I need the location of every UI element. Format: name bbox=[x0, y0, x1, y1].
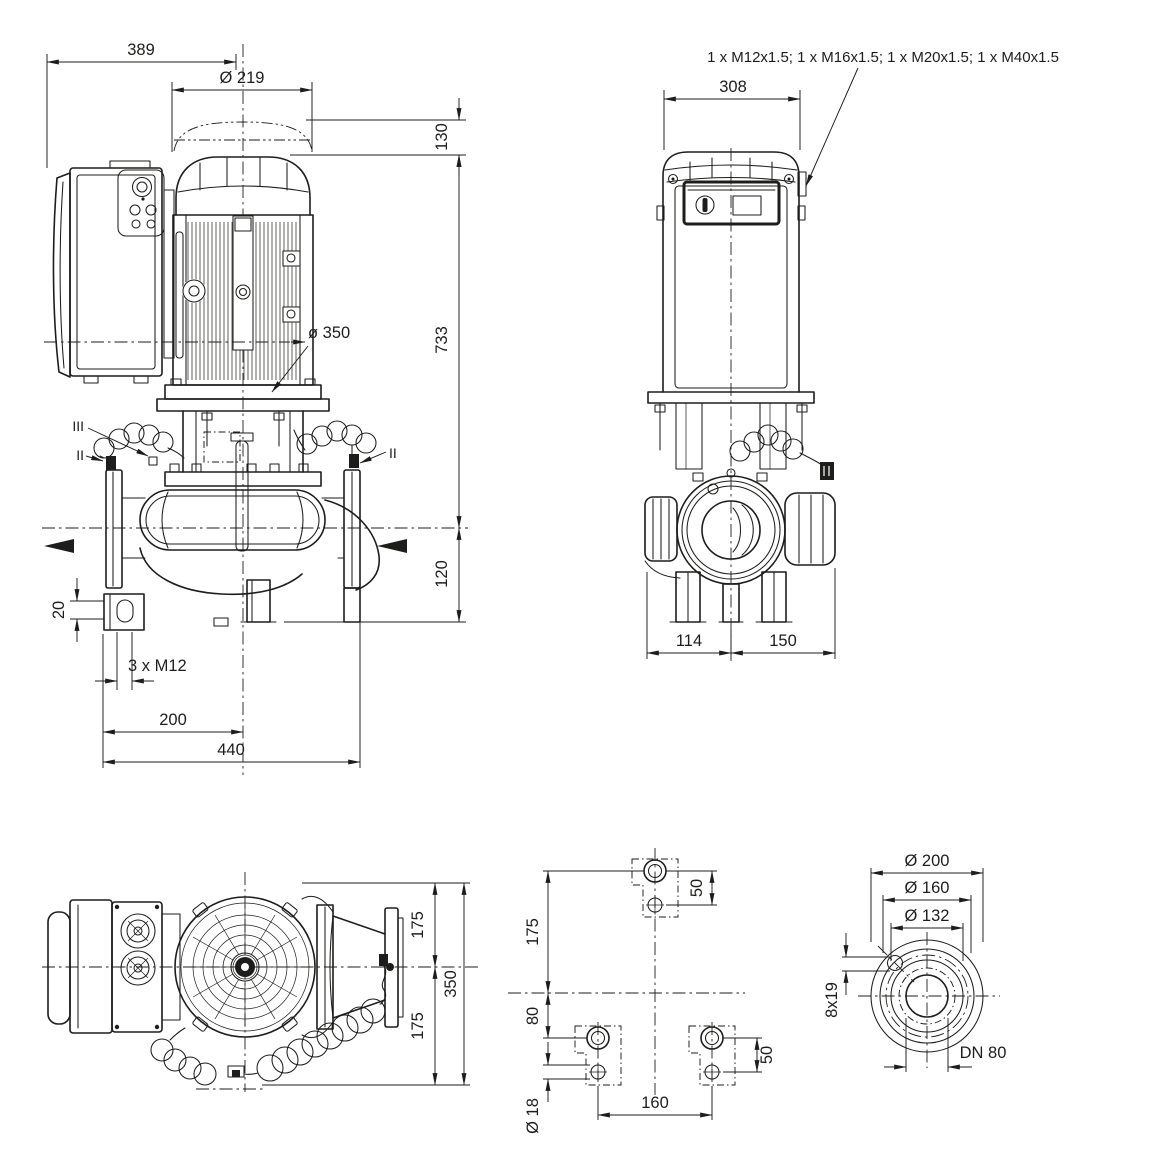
dim-dn80: DN 80 bbox=[960, 1044, 1007, 1062]
side-dimensions: 389 Ø 219 130 733 120 ø 350 20 3 bbox=[44, 41, 466, 768]
top-dimensions: 175 175 350 bbox=[262, 882, 470, 1086]
front-volute bbox=[644, 468, 836, 623]
dim-114: 114 bbox=[676, 632, 702, 650]
discharge-flange bbox=[343, 469, 361, 589]
dim-found-160: 160 bbox=[641, 1094, 669, 1112]
flow-direction-arrows bbox=[44, 539, 407, 553]
pump-casing bbox=[103, 469, 380, 631]
dim-200: 200 bbox=[159, 711, 187, 729]
flow-arrow-left bbox=[44, 539, 74, 553]
front-sensor-cable bbox=[729, 424, 834, 480]
fan-cover bbox=[174, 896, 316, 1038]
foundation-centerlines bbox=[508, 848, 745, 1095]
volute-scroll bbox=[139, 547, 303, 596]
flange-circles bbox=[870, 939, 984, 1053]
control-knob bbox=[695, 195, 715, 215]
dim-found-50-bottom: 50 bbox=[758, 1046, 776, 1064]
display-panel bbox=[682, 180, 781, 226]
seal-sensor bbox=[148, 456, 158, 466]
dim-350: 350 bbox=[442, 970, 460, 998]
dim-found-80: 80 bbox=[524, 1007, 542, 1025]
dim-20: 20 bbox=[50, 601, 68, 619]
dim-8x19: 8x19 bbox=[823, 982, 841, 1018]
cable-connector-left bbox=[106, 456, 116, 470]
dim-found-50-top: 50 bbox=[688, 879, 706, 897]
pump-foot bbox=[103, 593, 145, 631]
impeller-blades bbox=[732, 504, 754, 556]
motor-stool bbox=[156, 398, 330, 552]
removal-clearance-phantom bbox=[173, 121, 313, 152]
dim-389: 389 bbox=[127, 41, 155, 59]
display-screen bbox=[732, 195, 762, 216]
vfd-bracket bbox=[163, 189, 175, 359]
top-sensor-cables bbox=[150, 998, 386, 1090]
cable-gland-callout: 1 x M12x1.5; 1 x M16x1.5; 1 x M20x1.5; 1… bbox=[707, 49, 1059, 66]
top-pump-section bbox=[301, 895, 404, 1039]
label-iii: III bbox=[72, 418, 84, 434]
bore bbox=[905, 974, 949, 1018]
dim-found-dia18: Ø 18 bbox=[524, 1098, 542, 1134]
flange-dimensions: Ø 200 Ø 160 Ø 132 8x19 DN 80 bbox=[823, 852, 1006, 1072]
seal-window bbox=[203, 431, 241, 463]
top-view: 175 175 350 bbox=[42, 872, 480, 1092]
flange-detail: Ø 200 Ø 160 Ø 132 8x19 DN 80 bbox=[823, 852, 1006, 1072]
flange-bolt-hole bbox=[886, 954, 904, 972]
top-vfd bbox=[47, 899, 181, 1034]
side-view: III II II 389 Ø 219 130 733 120 bbox=[42, 41, 468, 775]
dim-130: 130 bbox=[433, 123, 451, 151]
dim-3xM12: 3 x M12 bbox=[128, 657, 187, 675]
fan-grille bbox=[185, 907, 305, 1027]
foundation-dimensions: 175 80 Ø 18 50 50 160 bbox=[524, 870, 776, 1134]
front-motor-housing bbox=[656, 151, 807, 393]
flow-arrow-right bbox=[377, 539, 407, 553]
cable-connector-right bbox=[349, 454, 359, 468]
anchor-bolt-top bbox=[631, 858, 679, 918]
label-ii-right: II bbox=[389, 445, 397, 461]
vfd-module bbox=[52, 160, 175, 384]
top-cable-connector bbox=[379, 954, 388, 966]
sensor-cables bbox=[93, 420, 377, 470]
label-ii-left: II bbox=[76, 447, 84, 463]
dim-found-175: 175 bbox=[524, 918, 542, 946]
dim-dia-132: Ø 132 bbox=[905, 907, 950, 925]
dim-150: 150 bbox=[769, 632, 797, 650]
flange-centerlines bbox=[858, 932, 1000, 1068]
dim-175-lower: 175 bbox=[409, 1012, 427, 1040]
vfd-connector-panel bbox=[117, 169, 165, 237]
dim-dia-200: Ø 200 bbox=[905, 852, 950, 870]
suction-flange bbox=[105, 469, 123, 589]
dim-308: 308 bbox=[719, 78, 747, 96]
dim-dia-350: ø 350 bbox=[308, 324, 350, 342]
front-view: 1 x M12x1.5; 1 x M16x1.5; 1 x M20x1.5; 1… bbox=[644, 49, 1059, 663]
vfd-cooling-fans bbox=[114, 904, 160, 1030]
dim-dia-160: Ø 160 bbox=[905, 879, 950, 897]
front-dimensions: 1 x M12x1.5; 1 x M16x1.5; 1 x M20x1.5; 1… bbox=[646, 49, 1059, 659]
dim-733: 733 bbox=[433, 326, 451, 354]
bolt-circle bbox=[885, 954, 969, 1038]
side-centerlines bbox=[42, 44, 468, 775]
dim-440: 440 bbox=[217, 741, 245, 759]
dim-175-upper: 175 bbox=[409, 911, 427, 939]
foundation-plan: 175 80 Ø 18 50 50 160 bbox=[508, 848, 776, 1134]
side-ref-labels: III II II bbox=[72, 418, 397, 464]
dim-120: 120 bbox=[433, 560, 451, 588]
dim-dia-219: Ø 219 bbox=[220, 69, 265, 87]
front-stool bbox=[647, 391, 834, 480]
